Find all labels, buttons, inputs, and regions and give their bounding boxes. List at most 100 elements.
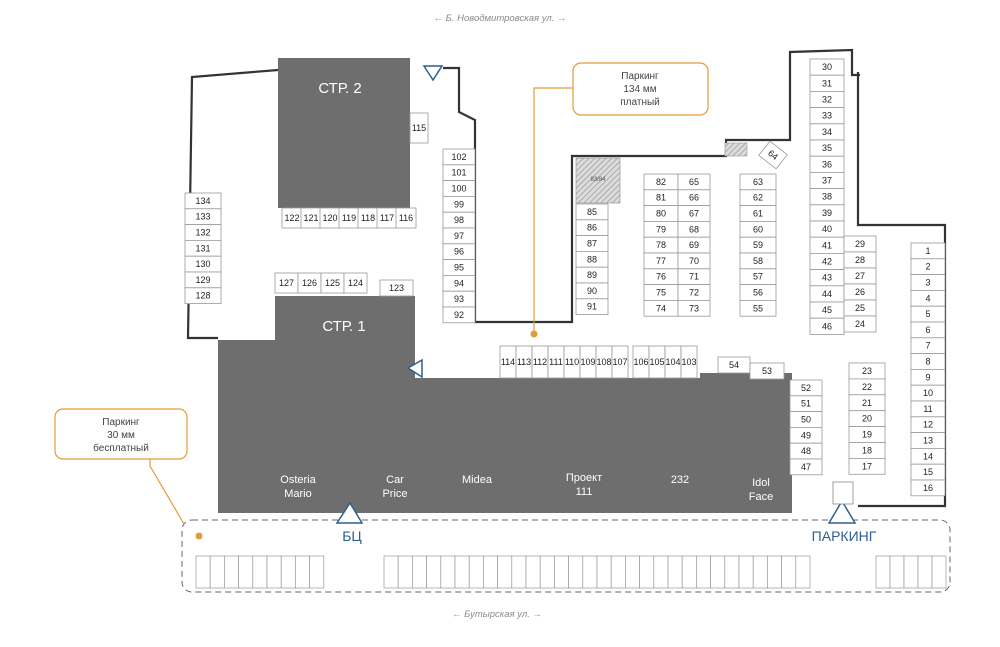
slot-number: 134 — [195, 196, 210, 206]
street-stall — [497, 555, 513, 589]
parking-slot: 71 — [677, 268, 711, 285]
slot-number: 82 — [656, 177, 666, 187]
slot-number: 106 — [633, 357, 648, 367]
svg-text:бесплатный: бесплатный — [93, 442, 149, 454]
street-stall — [209, 555, 225, 589]
parking-slot: 90 — [575, 282, 609, 300]
street-stall — [238, 555, 254, 589]
parking-slot: 97 — [442, 227, 476, 245]
slot-number: 76 — [656, 272, 666, 282]
arrow-right-icon: → — [554, 13, 566, 24]
parking-slot: 7 — [910, 337, 946, 354]
parking-slot: 26 — [843, 283, 877, 301]
parking-slot: 34 — [809, 123, 845, 141]
parking-slot: 116 — [395, 207, 417, 229]
slot-number: 97 — [454, 231, 464, 241]
slot-number: 1 — [925, 246, 930, 256]
slot-number: 75 — [656, 288, 666, 298]
parking-slot: 39 — [809, 204, 845, 222]
slot-number: 118 — [361, 213, 375, 223]
street-label-top: ← Б. Новодмитровская ул. → — [434, 13, 567, 24]
slot-number: 129 — [195, 275, 210, 285]
parking-slot: 33 — [809, 107, 845, 125]
parking-slot: 27 — [843, 267, 877, 285]
parking-slot: 32 — [809, 91, 845, 109]
parking-slot: 128 — [184, 287, 222, 304]
slot-number: 27 — [855, 271, 865, 281]
parking-slot: 110 — [563, 345, 581, 379]
arrow-right-icon: → — [530, 609, 542, 620]
shop-label-carprice: Price — [382, 488, 407, 500]
parking-slot: 81 — [643, 189, 679, 207]
parking-slot: 25 — [843, 299, 877, 317]
street-stall — [889, 555, 905, 589]
street-stall — [596, 555, 612, 589]
slot-number: 9 — [925, 372, 930, 382]
parking-slot: 64 — [758, 140, 788, 170]
parking-slot: 37 — [809, 171, 845, 189]
slot-number: 107 — [612, 357, 627, 367]
street-stall — [383, 555, 399, 589]
parking-slot: 101 — [442, 164, 476, 182]
shop-label-proekt: Проект — [566, 472, 602, 484]
street-stall — [525, 555, 541, 589]
street-stall — [681, 555, 697, 589]
slot-number: 100 — [451, 184, 466, 194]
slot-number: 59 — [753, 240, 763, 250]
street-stall — [468, 555, 484, 589]
slot-number: 125 — [325, 278, 340, 288]
street-stall — [738, 555, 754, 589]
street-stall — [795, 555, 811, 589]
parking-slot: 13 — [910, 432, 946, 449]
slot-number: 88 — [587, 254, 597, 264]
svg-text:Паркинг: Паркинг — [621, 71, 659, 82]
building-label: СТР. 1 — [322, 318, 365, 335]
slot-number: 115 — [412, 123, 426, 133]
street-stall — [280, 555, 296, 589]
slot-number: 15 — [923, 467, 933, 477]
slot-number: 24 — [855, 319, 865, 329]
slot-number: 110 — [565, 357, 579, 367]
slot-number: 39 — [822, 208, 832, 218]
shop-label-s232: 232 — [671, 474, 689, 486]
slot-number: 127 — [279, 278, 294, 288]
parking-slot: 80 — [643, 205, 679, 222]
parking-slot: 114 — [499, 345, 517, 379]
entrance-label-bc: БЦ — [342, 528, 362, 544]
slot-number: 58 — [753, 256, 763, 266]
street-stall — [767, 555, 782, 589]
parking-slot: 43 — [809, 269, 845, 287]
slot-number: 66 — [689, 193, 699, 203]
street-stall — [875, 555, 891, 589]
parking-slots: 1234567891011121314151630313233343536373… — [184, 58, 946, 497]
slot-number: 101 — [451, 168, 466, 178]
street-stall — [295, 555, 310, 589]
slot-number: 12 — [923, 420, 933, 430]
slot-number: 41 — [822, 240, 832, 250]
entry-triangle-icon — [406, 358, 423, 379]
parking-slot: 11 — [910, 400, 946, 418]
parking-slot: 77 — [643, 252, 679, 270]
street-parking-zone — [181, 519, 951, 593]
parking-slot: 119 — [338, 207, 360, 229]
slot-number: 99 — [454, 199, 464, 209]
slot-number: 73 — [689, 303, 699, 313]
slot-number: 64 — [766, 148, 780, 162]
slot-number: 124 — [348, 278, 363, 288]
parking-slot: 47 — [789, 458, 823, 476]
street-stall — [511, 555, 527, 589]
slot-number: 56 — [753, 288, 763, 298]
parking-slot: 75 — [643, 284, 679, 301]
street-stall — [781, 555, 797, 589]
parking-slot: 130 — [184, 255, 222, 273]
slot-number: 87 — [587, 239, 597, 249]
parking-slot: 6 — [910, 321, 946, 339]
slot-number: 111 — [549, 357, 563, 367]
parking-slot: 35 — [809, 139, 845, 157]
shop-label-osteria: Osteria — [280, 474, 316, 486]
entrance-triangles — [335, 65, 857, 524]
parking-slot: 57 — [739, 268, 777, 285]
svg-text:платный: платный — [620, 97, 659, 108]
slot-number: 95 — [454, 263, 464, 273]
svg-text:83/84: 83/84 — [590, 177, 606, 183]
